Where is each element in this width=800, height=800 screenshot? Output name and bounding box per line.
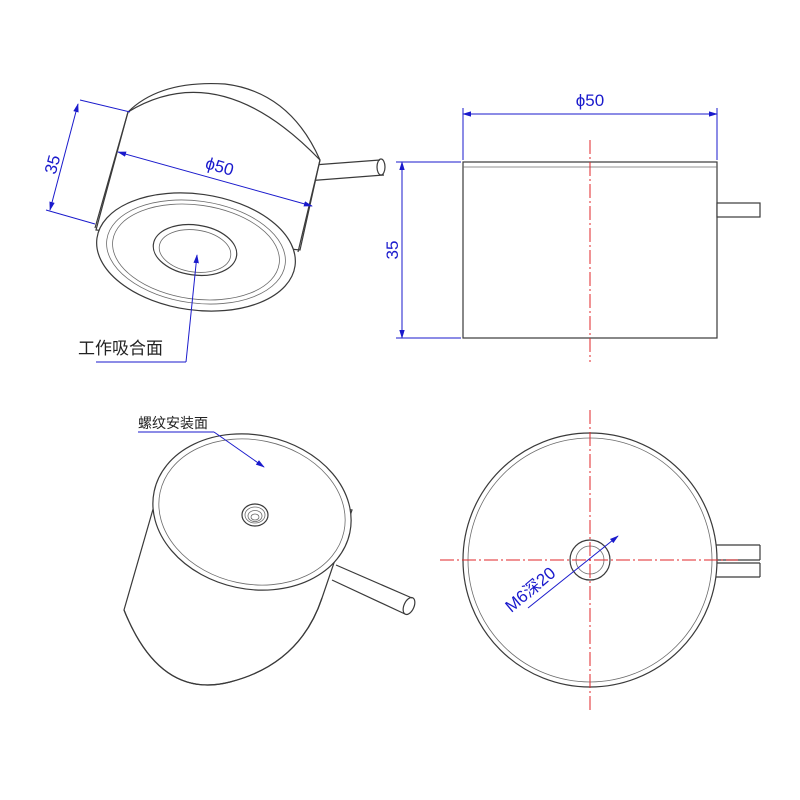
threaded-hole [241,503,269,527]
height-dimension: 35 [41,99,131,225]
thread-face-callout: 螺纹安装面 [138,416,265,468]
working-face-label: 工作吸合面 [78,339,163,359]
working-face-callout: 工作吸合面 [78,254,199,363]
side-lead-wire [716,202,761,218]
side-height-label: 35 [383,241,402,260]
iso-top-lead-wire [331,564,416,616]
iso-top-view: 螺纹安装面 [123,416,416,686]
thread-mounting-face [152,433,352,591]
side-view: ϕ50 35 [383,91,761,362]
iso-bottom-view: 35 ϕ50 工作吸合面 [41,82,386,363]
side-diameter-dimension: ϕ50 [462,91,718,160]
top-view: M6深20 [440,410,761,712]
side-diameter-label: ϕ50 [576,91,604,110]
thread-face-label: 螺纹安装面 [138,416,208,432]
top-lead-wire [712,544,761,578]
height-dim-label: 35 [41,153,64,176]
side-height-dimension: 35 [383,161,461,339]
working-face [96,192,296,312]
